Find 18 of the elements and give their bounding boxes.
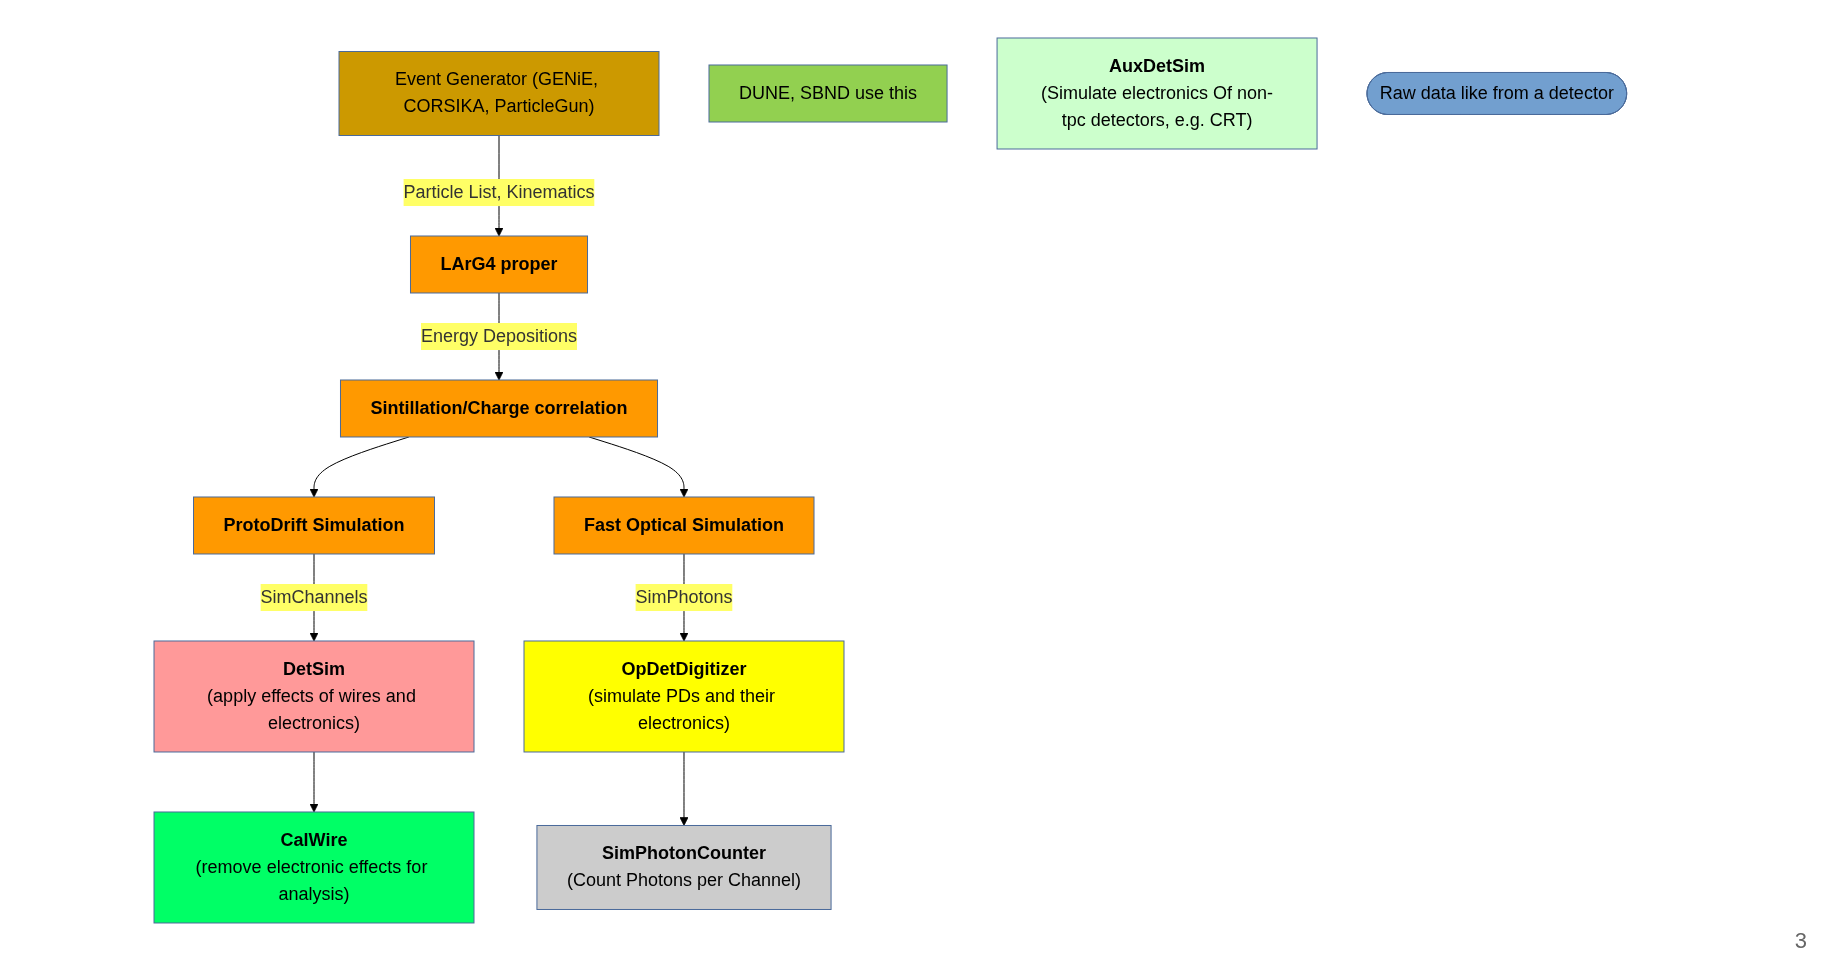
node-box: SimPhotonCounter (Count Photons per Channel) — [536, 824, 832, 910]
node-box: LArG4 proper — [409, 235, 588, 293]
edge-label: SimPhotons — [635, 586, 733, 607]
arrow — [679, 751, 689, 826]
node-box: OpDetDigitizer (simulate PDs and their electronics) — [523, 640, 845, 752]
arrow — [309, 751, 319, 812]
edge-label: SimChannels — [260, 586, 368, 607]
page-number: 3 — [1794, 928, 1807, 953]
node-box: Sintillation/Charge correlation — [339, 379, 658, 437]
node-box: DUNE, SBND use this — [708, 64, 948, 122]
node-box: ProtoDrift Simulation — [192, 496, 435, 554]
edge-label: Particle List, Kinematics — [403, 181, 595, 202]
edge-label: Energy Depositions — [420, 325, 577, 346]
node-box: Fast Optical Simulation — [553, 496, 815, 554]
node-box: CalWire (remove electronic effects for analysis) — [153, 811, 475, 923]
node-box: DetSim (apply effects of wires and electronics) — [153, 640, 475, 752]
node-box: Event Generator (GENiE, CORSIKA, ParticleGun) — [338, 50, 660, 136]
node-box: AuxDetSim (Simulate electronics Of non-tpc detectors, e.g. CRT) — [996, 37, 1318, 149]
